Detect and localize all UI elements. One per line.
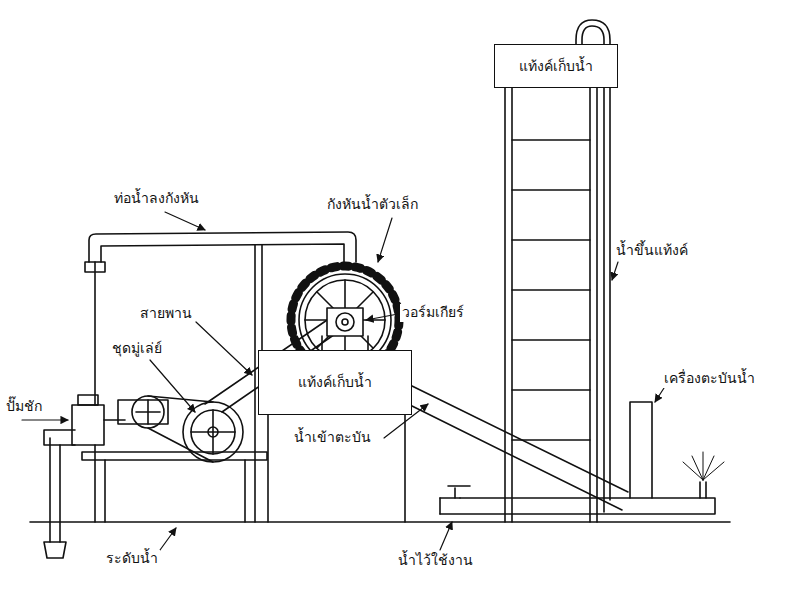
- part-label: ชุดมู่เล่ย์: [110, 340, 164, 358]
- part-label: ระดับน้ำ: [104, 550, 160, 568]
- tower: [505, 88, 597, 522]
- leader-lines: [22, 212, 664, 550]
- suction-pipe: [44, 430, 75, 558]
- tank-stand: [268, 415, 405, 522]
- part-label: ปั๊มชัก: [4, 398, 44, 416]
- pulley-set: [118, 396, 243, 462]
- worm-gear: [322, 308, 368, 350]
- tank-label: แท้งค์เก็บน้ำ: [298, 374, 372, 391]
- part-label: น้ำขึ้นแท้งค์: [614, 242, 690, 260]
- hydraulic-ram: [440, 402, 724, 514]
- part-label: สายพาน: [138, 305, 194, 323]
- part-label: เครื่องตะบันน้ำ: [662, 370, 757, 388]
- part-label: น้ำไว้ใช้งาน: [396, 552, 475, 570]
- tank-box: แท้งค์เก็บน้ำ: [258, 350, 412, 415]
- turbine-feed-pipe: [85, 232, 356, 272]
- part-label: กังหันน้ำตัวเล็ก: [325, 196, 420, 214]
- part-label: น้ำเข้าตะบัน: [292, 429, 373, 447]
- part-label: วอร์มเกียร์: [400, 304, 466, 322]
- frame: [82, 245, 267, 522]
- rising-pipe: [576, 20, 610, 512]
- ground-line: [30, 521, 730, 523]
- piston-pump: [72, 395, 125, 445]
- tank-label: แท้งค์เก็บน้ำ: [519, 58, 593, 75]
- part-label: ท่อน้ำลงกังหัน: [112, 190, 201, 208]
- tank-box: แท้งค์เก็บน้ำ: [494, 44, 618, 88]
- ram-feed-pipe: [412, 386, 628, 510]
